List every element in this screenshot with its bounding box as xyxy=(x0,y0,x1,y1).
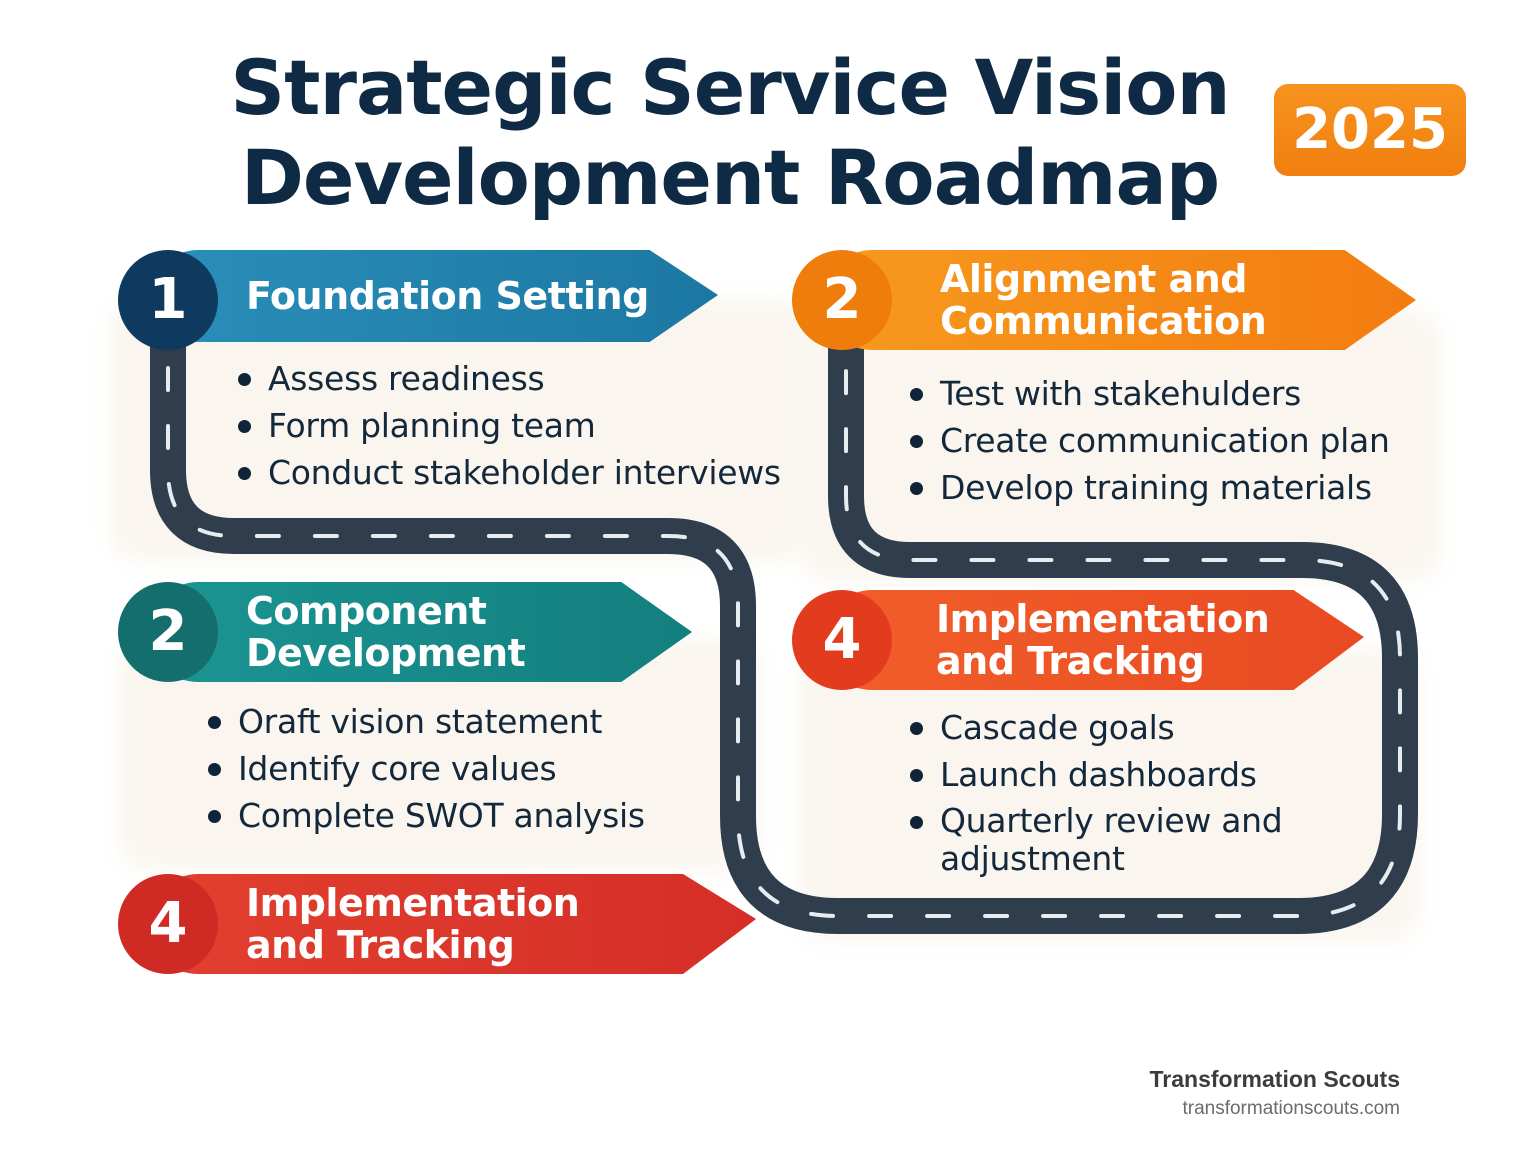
list-item: Conduct stakeholder interviews xyxy=(236,449,781,496)
banner-arrow-shape xyxy=(148,874,756,974)
banner-arrow-shape xyxy=(822,590,1364,690)
stage-items-component: Oraft vision statement Identify core val… xyxy=(206,698,645,839)
page-title-line-1: Strategic Service Vision xyxy=(230,43,1230,132)
road-dashes xyxy=(166,308,1402,918)
stage-banner-implementation-right: 4 Implementation and Tracking xyxy=(792,590,1364,690)
stage-banner-implementation-left: 4 Implementation and Tracking xyxy=(118,874,756,974)
brand-footer: Transformation Scouts transformationscou… xyxy=(1150,1064,1400,1124)
stage-title: Implementation and Tracking xyxy=(246,881,580,967)
stage-title: Component Development xyxy=(246,589,526,675)
stage-title: Implementation and Tracking xyxy=(936,597,1270,683)
banner-arrow-shape xyxy=(148,582,692,682)
brand-name: Transformation Scouts xyxy=(1149,1066,1400,1092)
stage-items-alignment: Test with stakehulders Create communicat… xyxy=(908,370,1390,511)
stage-banner-component: 2 Component Development xyxy=(118,582,692,682)
list-item: Cascade goals xyxy=(908,704,1282,751)
list-item: Identify core values xyxy=(206,745,645,792)
stage-number-circle: 2 xyxy=(118,582,218,682)
stage-banner-alignment: 2 Alignment and Communication xyxy=(792,250,1416,350)
panel-top-left xyxy=(110,300,810,560)
stage-items-foundation: Assess readiness Form planning team Cond… xyxy=(236,355,781,496)
stage-banner-foundation: 1 Foundation Setting xyxy=(118,250,718,350)
brand-url: transformationscouts.com xyxy=(1182,1098,1400,1119)
list-item: Assess readiness xyxy=(236,355,781,402)
list-item: Complete SWOT analysis xyxy=(206,792,645,839)
list-item: Develop training materials xyxy=(908,464,1390,511)
year-badge: 2025 xyxy=(1274,84,1466,176)
list-item: Create communication plan xyxy=(908,417,1390,464)
stage-items-implementation: Cascade goals Launch dashboards Quarterl… xyxy=(908,704,1283,878)
list-item: Test with stakehulders xyxy=(908,370,1390,417)
stage-number-circle: 4 xyxy=(118,874,218,974)
stage-number-circle: 4 xyxy=(792,590,892,690)
panel-mid-right xyxy=(800,650,1420,940)
panel-top-right xyxy=(800,310,1440,580)
stage-title: Alignment and Communication xyxy=(940,257,1267,343)
stage-number-circle: 2 xyxy=(792,250,892,350)
list-item: Quarterly review and adjustment xyxy=(908,798,1283,878)
banner-arrow-shape xyxy=(822,250,1416,350)
stage-title: Foundation Setting xyxy=(246,274,649,318)
list-item: Oraft vision statement xyxy=(206,698,645,745)
banner-arrow-shape xyxy=(148,250,718,342)
page-title-line-2: Development Roadmap xyxy=(240,133,1220,222)
list-item: Form planning team xyxy=(236,402,781,449)
list-item: Launch dashboards xyxy=(908,751,1282,798)
stage-number-circle: 1 xyxy=(118,250,218,350)
